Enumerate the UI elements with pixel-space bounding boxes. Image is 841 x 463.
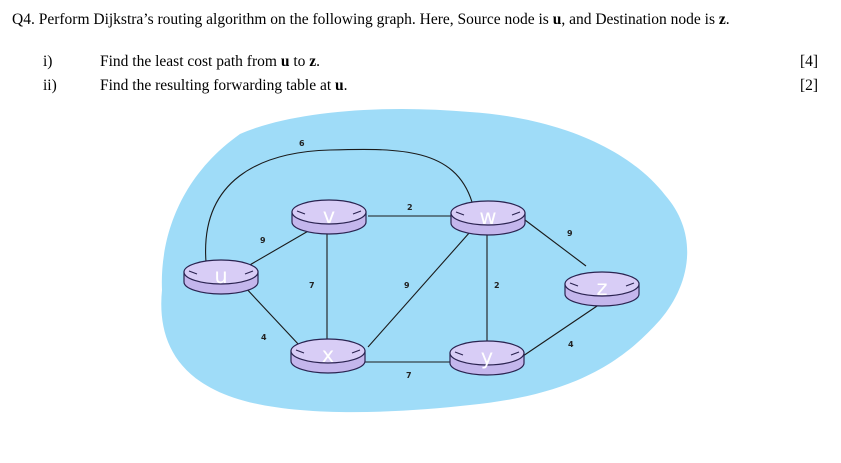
source-node: u: [552, 11, 562, 28]
router-w: w: [450, 200, 526, 236]
node-label: x: [322, 343, 334, 367]
subquestion-text: Find the least cost path from u to z.: [100, 53, 321, 70]
edge-weight: 2: [407, 203, 413, 212]
node-label: y: [481, 345, 493, 369]
subquestion-number: i): [43, 53, 53, 70]
marks-2: [2]: [800, 77, 819, 94]
edge-weight: 2: [494, 281, 500, 290]
subquestion-text: Find the resulting forwarding table at u…: [100, 77, 348, 94]
question-text: Q4. Perform Dijkstra’s routing algorithm…: [12, 11, 730, 29]
edge-u-w: [205, 148, 473, 263]
edge-weight: 4: [261, 333, 267, 342]
router-y: y: [449, 340, 525, 376]
edge-weight: 6: [299, 139, 305, 148]
edge-u-v: [247, 229, 311, 267]
question-number: Q4.: [12, 11, 35, 28]
router-u: u: [183, 259, 259, 295]
edge-weight: 9: [404, 281, 410, 290]
edge-w-x: [367, 231, 471, 348]
node-label: z: [596, 276, 607, 300]
network-cloud: [161, 108, 688, 413]
question-middle: , and Destination node is: [561, 11, 715, 28]
edge-u-x: [242, 284, 301, 347]
question-end: .: [725, 11, 730, 28]
question-body: Perform Dijkstra’s routing algorithm on …: [38, 11, 549, 28]
marks-1: [4]: [800, 53, 819, 70]
edge-weight: 7: [406, 371, 412, 380]
router-z: z: [564, 271, 640, 307]
node-label: u: [214, 264, 227, 288]
destination-node: z: [718, 11, 726, 28]
edge-weight: 4: [568, 340, 574, 349]
edge-y-z: [522, 301, 604, 357]
edge-weight: 9: [567, 229, 573, 238]
router-x: x: [290, 338, 366, 374]
subquestion-number: ii): [43, 77, 57, 94]
node-label: v: [323, 204, 335, 228]
edge-weight: 7: [309, 281, 315, 290]
node-label: w: [479, 205, 496, 229]
edge-w-z: [524, 219, 587, 267]
edge-weight: 9: [260, 236, 266, 245]
router-v: v: [291, 199, 367, 235]
